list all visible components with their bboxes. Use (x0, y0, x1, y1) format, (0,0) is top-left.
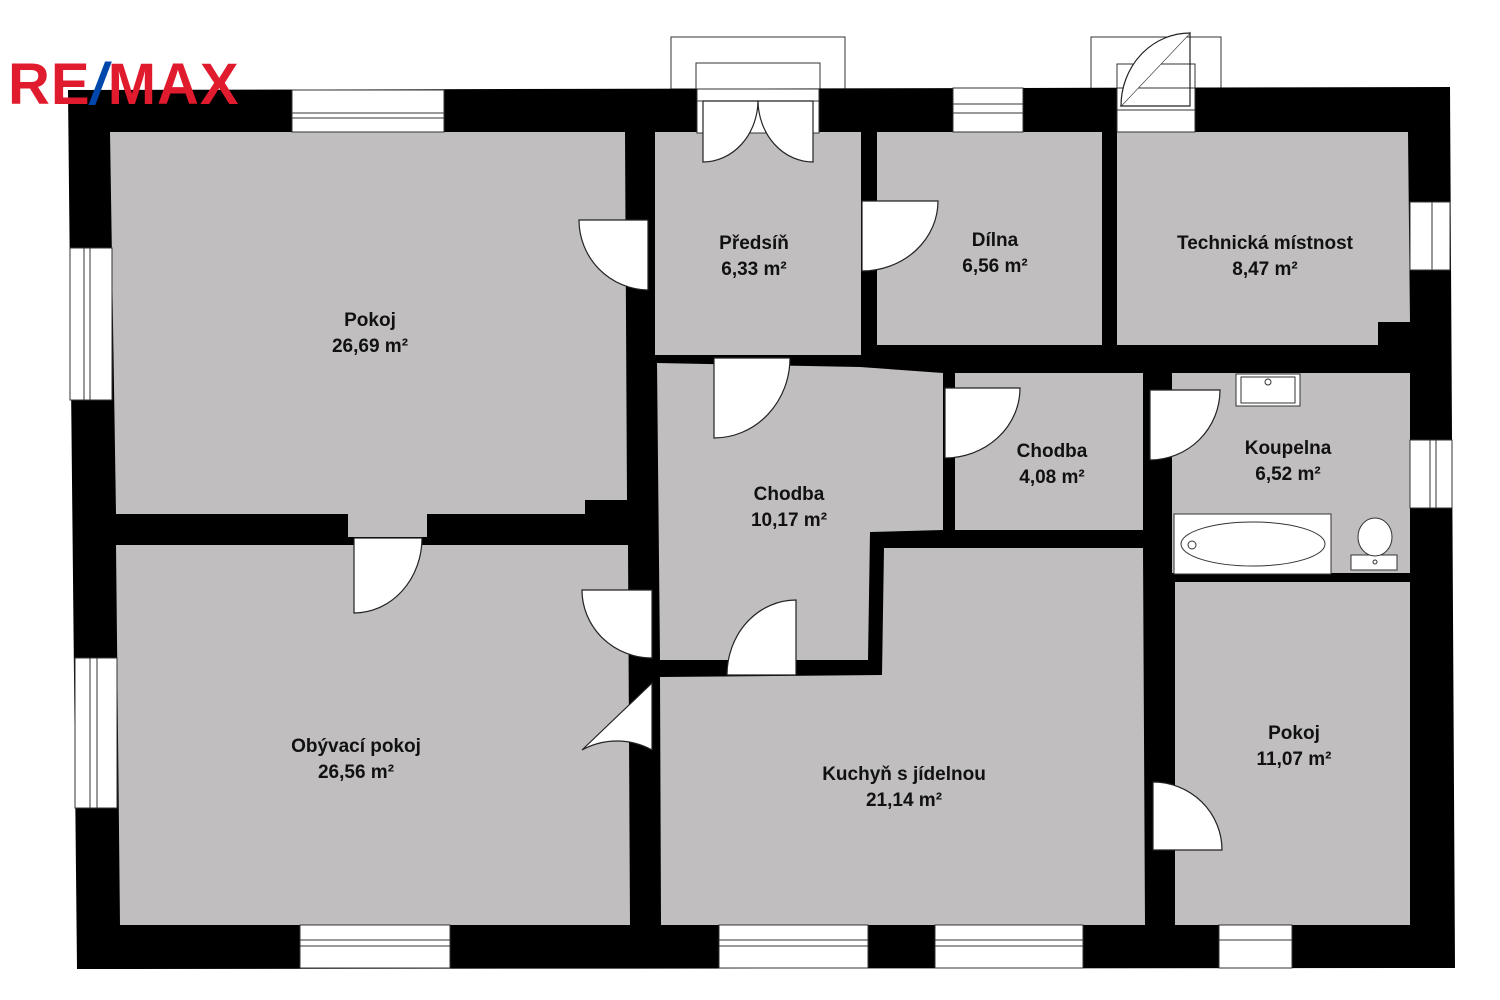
room-label-dilna: Dílna 6,56 m² (962, 230, 1027, 277)
room-area: 26,69 m² (332, 336, 408, 357)
room-name: Pokoj (1268, 723, 1320, 744)
entrance-step-inner (695, 62, 821, 94)
room-area: 6,52 m² (1255, 464, 1320, 485)
room-name: Technická místnost (1177, 233, 1354, 254)
room-label-predsin: Předsíň 6,33 m² (719, 233, 789, 280)
room-area: 21,14 m² (866, 790, 942, 811)
room-technicka (1117, 132, 1410, 345)
room-name: Kuchyň s jídelnou (822, 764, 986, 785)
bathtub-icon (1173, 513, 1332, 575)
room-label-pokoj-2: Pokoj 11,07 m² (1257, 723, 1332, 770)
toilet-icon (1350, 554, 1398, 571)
room-area: 6,33 m² (721, 259, 786, 280)
logo-text-max: MAX (107, 52, 240, 117)
room-area: 6,56 m² (962, 256, 1027, 277)
room-predsin (655, 132, 861, 355)
room-chodba-1 (657, 363, 943, 660)
room-label-kuchyn: Kuchyň s jídelnou 21,14 m² (822, 764, 986, 811)
room-name: Pokoj (344, 310, 396, 331)
room-area: 26,56 m² (318, 762, 394, 783)
room-label-chodba-1: Chodba 10,17 m² (751, 484, 827, 531)
room-name: Chodba (754, 484, 825, 505)
room-label-chodba-2: Chodba 4,08 m² (1017, 441, 1088, 488)
logo-slash: / (90, 52, 108, 117)
room-name: Obývací pokoj (291, 736, 421, 757)
remax-logo: RE/MAX (8, 56, 240, 114)
room-area: 10,17 m² (751, 510, 827, 531)
room-label-obyvaci-pokoj: Obývací pokoj 26,56 m² (291, 736, 421, 783)
room-area: 8,47 m² (1232, 259, 1297, 280)
room-label-koupelna: Koupelna 6,52 m² (1245, 438, 1332, 485)
logo-text-re: RE (8, 52, 91, 117)
room-name: Dílna (972, 230, 1019, 251)
doors (353, 31, 1223, 851)
bathroom-fixtures (1173, 373, 1398, 575)
room-obyvaci-pokoj (116, 545, 630, 925)
room-name: Předsíň (719, 233, 789, 254)
windows (69, 87, 1453, 969)
room-pokoj-2 (1175, 582, 1410, 925)
room-kuchyn (660, 548, 1145, 925)
room-name: Chodba (1017, 441, 1088, 462)
room-area: 4,08 m² (1019, 467, 1084, 488)
room-label-technicka: Technická místnost 8,47 m² (1177, 233, 1354, 280)
room-area: 11,07 m² (1257, 749, 1332, 770)
room-pokoj-1 (110, 132, 627, 537)
room-label-pokoj-1: Pokoj 26,69 m² (332, 310, 408, 357)
room-name: Koupelna (1245, 438, 1332, 459)
